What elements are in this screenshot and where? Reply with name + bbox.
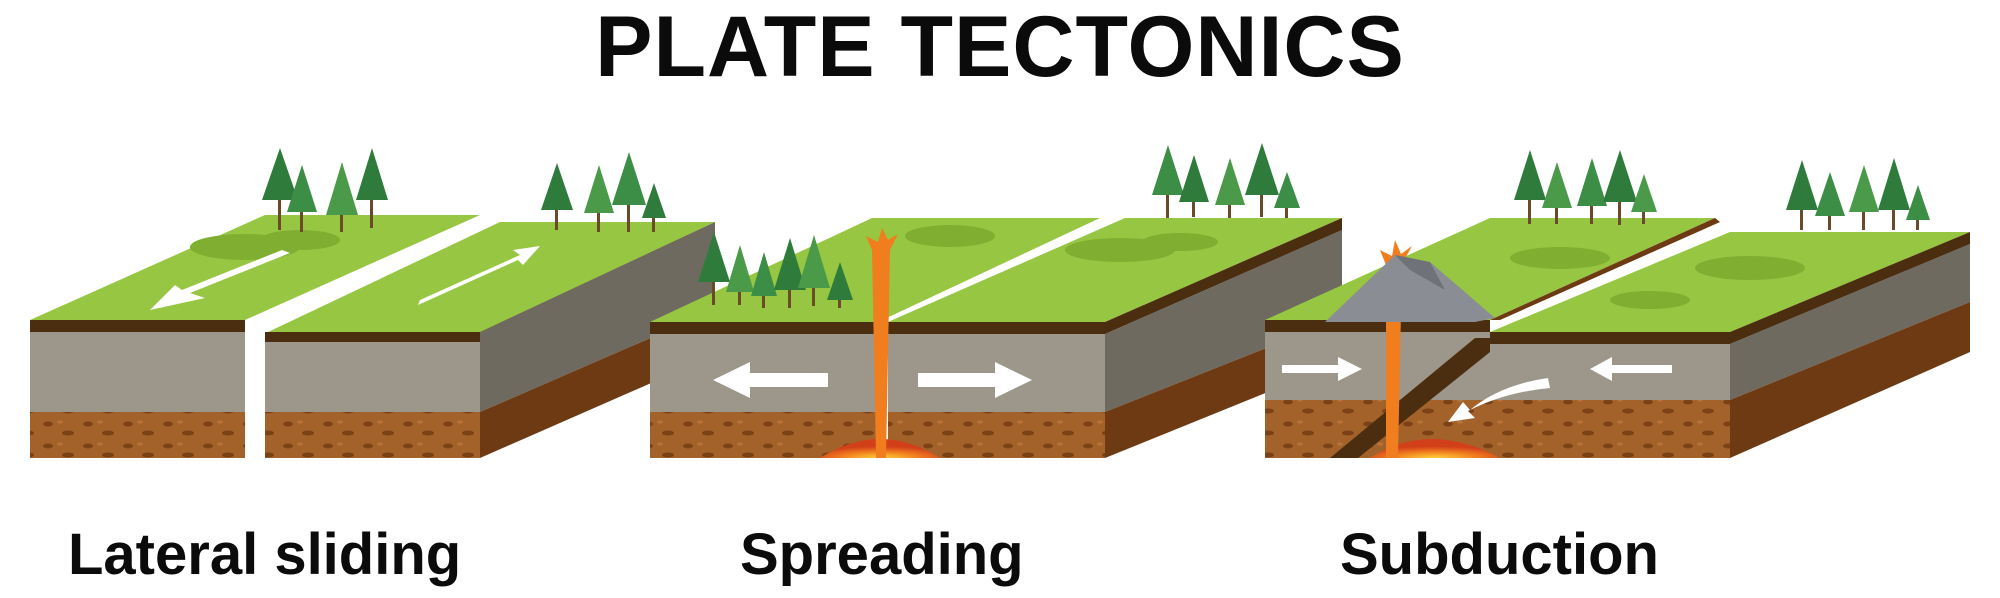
plate-block [265,222,715,458]
tree-icon [1815,172,1845,230]
hill-icon [260,230,340,250]
tree-icon [751,252,777,308]
tree-icon [1631,174,1657,224]
arrow-icon [1282,357,1362,381]
arrow-icon [418,246,540,305]
arrow-icon [713,362,828,398]
tree-icon [287,165,317,232]
hill-icon [1610,291,1690,309]
hill-icon [1142,233,1218,251]
arrow-icon [918,362,1032,398]
panel-subduction [1265,150,1970,458]
tree-icon [1179,155,1209,217]
arrow-icon [150,250,290,310]
tree-icon [1274,172,1300,218]
hill-icon [1510,247,1610,269]
tree-icon [1603,150,1637,225]
tree-icon [326,162,358,232]
tree-icon [262,148,298,230]
lava-icon [1370,439,1500,458]
panel-lateral-sliding [30,148,715,458]
tree-icon [612,152,646,232]
tree-icon [1577,158,1607,224]
caption-spreading: Spreading [740,522,1024,587]
arrow-icon [1590,357,1672,381]
tree-icon [642,183,666,232]
lava-icon [866,228,898,458]
plate-block [1490,232,1970,458]
tree-icon [1878,158,1910,230]
panel-spreading [650,143,1342,458]
tree-icon [774,238,806,308]
plate-block [30,215,480,458]
caption-subduction: Subduction [1340,522,1659,587]
tree-icon [827,262,853,308]
plate-block [888,218,1342,458]
tree-icon [1152,145,1184,218]
hill-icon [905,225,995,247]
tree-icon [1786,160,1818,230]
diagram-title: PLATE TECTONICS [595,0,1405,95]
tree-icon [1245,143,1279,217]
tree-icon [1215,158,1245,218]
tree-icon [584,165,614,232]
arrow-icon [1448,378,1550,422]
tree-icon [798,235,830,306]
tree-icon [541,163,573,230]
tree-icon [356,148,388,228]
tree-icon [698,232,730,305]
tree-icon [1906,185,1930,230]
caption-lateral-sliding: Lateral sliding [68,522,462,587]
hill-icon [1695,256,1805,280]
tree-icon [1542,162,1572,224]
volcano-icon [1325,255,1495,322]
tree-icon [726,245,754,305]
tree-icon [1514,150,1546,224]
tree-icon [1849,165,1879,230]
